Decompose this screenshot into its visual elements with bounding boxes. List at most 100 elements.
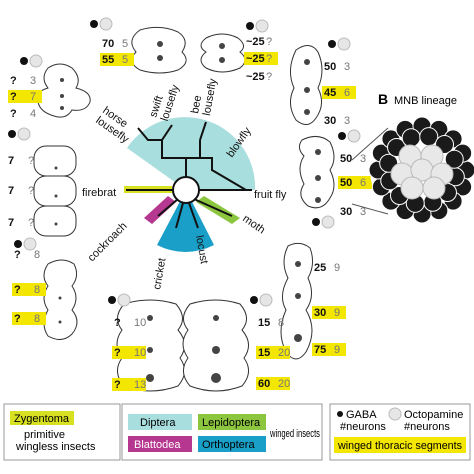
orthoptera-fan xyxy=(157,190,214,252)
thoracic-highlight xyxy=(8,90,42,103)
legend-gaba: GABA#neurons xyxy=(340,409,386,433)
octopamine-count: 7 xyxy=(30,91,36,103)
label-cockroach: cockroach xyxy=(86,220,130,264)
gaba-neuron xyxy=(401,128,421,148)
octopamine-neuron xyxy=(422,176,446,200)
gaba-count: ? xyxy=(10,91,17,103)
panel-b-title: MNB lineage xyxy=(394,95,457,107)
octopamine-count: 6 xyxy=(344,87,350,99)
label-fruit-fly: fruit fly xyxy=(254,189,287,201)
octopamine-count: 3 xyxy=(344,115,350,127)
gaba-count: 15 xyxy=(258,347,270,359)
gaba-count: ? xyxy=(114,379,121,391)
octopamine-count: ? xyxy=(28,155,34,167)
gaba-count: ? xyxy=(14,313,21,325)
mnb-lineage-cluster xyxy=(368,116,474,224)
gaba-count: 7 xyxy=(8,155,14,167)
octopamine-count: ? xyxy=(266,36,272,48)
gaba-count: 25 xyxy=(314,262,326,274)
octopamine-count: 3 xyxy=(30,75,36,87)
octopamine-count: 10 xyxy=(134,317,146,329)
thoracic-highlight xyxy=(322,86,356,99)
gaba-count: 7 xyxy=(8,185,14,197)
octopamine-count: 5 xyxy=(122,38,128,50)
legend-zygentoma: Zygentoma xyxy=(14,413,70,425)
ganglion-swift xyxy=(131,26,187,74)
ganglion-firebrat-3 xyxy=(33,205,77,237)
gaba-count: ? xyxy=(114,347,121,359)
octopamine-neuron xyxy=(400,176,424,200)
gaba-count: 30 xyxy=(314,307,326,319)
phylogeny xyxy=(124,117,256,252)
octopamine-count: 3 xyxy=(360,153,366,165)
thoracic-highlight xyxy=(112,378,146,391)
gaba-count: ? xyxy=(14,249,21,261)
thoracic-highlight xyxy=(112,346,146,359)
count-indicator-circles xyxy=(8,17,361,307)
ganglion-horse xyxy=(36,63,91,118)
diptera-fan xyxy=(127,117,256,190)
gaba-count: 55 xyxy=(102,54,114,66)
legend-diptera: Diptera xyxy=(140,417,176,429)
thoracic-highlight xyxy=(256,377,290,390)
ganglion-bee xyxy=(200,33,246,73)
octopamine-count: ? xyxy=(28,217,34,229)
octopamine-count: ? xyxy=(266,71,272,83)
label-moth: moth xyxy=(240,213,267,237)
octopamine-count: 10 xyxy=(134,347,146,359)
octopamine-count: 8 xyxy=(278,317,284,329)
ganglion-cockroach xyxy=(43,259,78,340)
legend-winged: winged insects xyxy=(269,428,320,440)
gaba-count: ~25 xyxy=(246,36,265,48)
ganglion-fruitfly xyxy=(298,136,335,209)
thoracic-highlight xyxy=(312,306,346,319)
ganglion-locust xyxy=(182,299,249,392)
ganglia-shapes xyxy=(33,26,335,392)
ganglion-moth xyxy=(280,242,314,360)
ganglion-blowfly xyxy=(290,45,323,125)
octopamine-count: 9 xyxy=(334,307,340,319)
gaba-count: ? xyxy=(10,108,17,120)
gaba-count: ? xyxy=(10,75,17,87)
legend-blattodea: Blattodea xyxy=(134,439,181,451)
thoracic-highlight xyxy=(100,53,134,66)
gaba-neuron xyxy=(444,149,464,169)
blattodea-branch xyxy=(144,196,176,224)
octopamine-count: 20 xyxy=(278,378,290,390)
thoracic-highlight xyxy=(12,283,46,296)
octopamine-count: ? xyxy=(266,53,272,65)
thoracic-highlight xyxy=(312,343,346,356)
octopamine-count: 6 xyxy=(360,177,366,189)
ganglion-firebrat-1 xyxy=(33,145,77,177)
label-bee-louse-fly: beelousefly xyxy=(189,75,219,116)
gaba-count: 70 xyxy=(102,38,114,50)
gaba-count: 30 xyxy=(324,115,336,127)
panel-b: B MNB lineage xyxy=(351,91,474,224)
gaba-neuron xyxy=(419,127,439,147)
ganglion-firebrat-2 xyxy=(33,175,77,207)
thoracic-highlight xyxy=(256,346,290,359)
octopamine-count: 9 xyxy=(334,344,340,356)
label-swift-louse-fly: swiftlousefly xyxy=(147,79,182,122)
legend-orthoptera: Orthoptera xyxy=(202,439,255,451)
octopamine-count: 4 xyxy=(30,108,36,120)
gaba-count: ? xyxy=(14,284,21,296)
gaba-count: 50 xyxy=(340,153,352,165)
gaba-count: ? xyxy=(114,317,121,329)
octopamine-count: 3 xyxy=(360,206,366,218)
label-firebrat: firebrat xyxy=(82,187,116,199)
legend-thoracic: winged thoracic segments xyxy=(337,440,462,452)
legend-lepidoptera: Lepidoptera xyxy=(202,417,261,429)
gaba-count: 50 xyxy=(340,177,352,189)
label-horse-louse-fly: horselousefly xyxy=(93,105,138,146)
octopamine-count: 8 xyxy=(34,313,40,325)
gaba-count: 7 xyxy=(8,217,14,229)
octopamine-count: ? xyxy=(28,185,34,197)
gaba-count: 60 xyxy=(258,378,270,390)
gaba-count: 30 xyxy=(340,206,352,218)
gaba-count: 50 xyxy=(324,61,336,73)
